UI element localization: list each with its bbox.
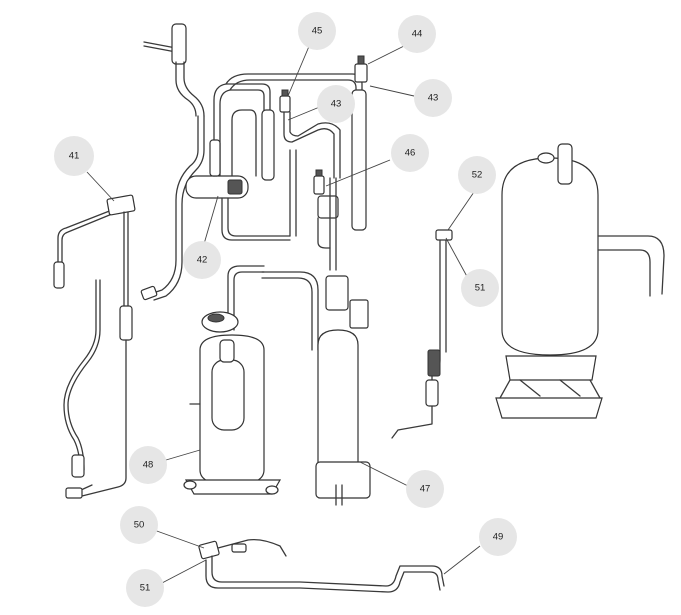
callout-41-label: 41: [69, 151, 80, 162]
callout-49: 49: [479, 518, 517, 556]
part-43-44-45-service-valves: [225, 55, 368, 237]
callout-44: 44: [398, 15, 436, 53]
callout-47-label: 47: [420, 484, 431, 495]
callout-51-bottom-label: 51: [140, 583, 151, 594]
callout-46: 46: [391, 134, 429, 172]
callout-41: 41: [54, 136, 94, 176]
callout-43-upper: 43: [317, 85, 355, 123]
callout-49-label: 49: [493, 532, 504, 543]
callout-52: 52: [458, 156, 496, 194]
leader-lines: [86, 43, 481, 584]
callout-43-right: 43: [414, 79, 452, 117]
part-42-four-way-valve-assembly: [140, 23, 291, 301]
part-48-compressor: [183, 265, 282, 495]
callout-45: 45: [298, 12, 336, 50]
callout-47: 47: [406, 470, 444, 508]
callout-42-label: 42: [197, 255, 208, 266]
part-51-52-temperature-sensor: [391, 229, 453, 439]
callout-43-upper-label: 43: [331, 99, 342, 110]
part-49-50-capillary-tube: [198, 538, 445, 593]
callout-52-label: 52: [472, 170, 483, 181]
callout-44-label: 44: [412, 29, 423, 40]
part-47-accumulator: [261, 271, 371, 506]
callout-42: 42: [183, 241, 221, 279]
callout-43-right-label: 43: [428, 93, 439, 104]
callout-50: 50: [120, 506, 158, 544]
callout-51-right: 51: [461, 269, 499, 307]
callout-48: 48: [129, 446, 167, 484]
callout-51-right-label: 51: [475, 283, 486, 294]
receiver-tank: [495, 143, 665, 419]
callout-45-label: 45: [312, 26, 323, 37]
part-41-capillary-assembly: [53, 194, 136, 499]
callout-50-label: 50: [134, 520, 145, 531]
callout-46-label: 46: [405, 148, 416, 159]
part-46-pressure-switch: [313, 169, 339, 271]
callout-51-bottom: 51: [126, 569, 164, 607]
callout-48-label: 48: [143, 460, 154, 471]
